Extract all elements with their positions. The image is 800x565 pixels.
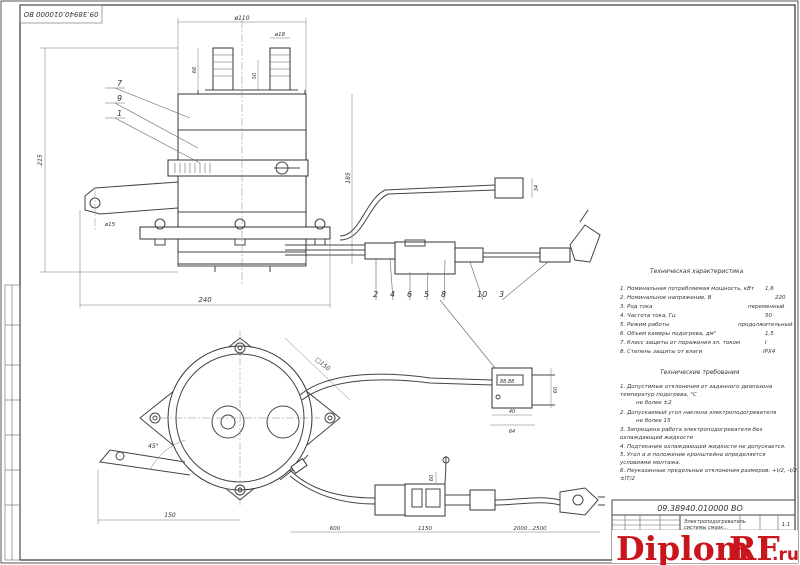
- svg-text:34: 34: [534, 185, 540, 191]
- connector-2: [454, 247, 484, 263]
- svg-text:150: 150: [164, 512, 176, 519]
- svg-text:7. Класс защиты от поражения э: 7. Класс защиты от поражения эл. током: [620, 340, 740, 346]
- thermostat-unit: [491, 367, 533, 409]
- pos-label-1: 1: [117, 109, 122, 118]
- svg-text:1150: 1150: [418, 526, 432, 532]
- svg-text:88.88: 88.88: [500, 379, 514, 385]
- svg-text:3. Запрещена работа электропод: 3. Запрещена работа электроподогревателя…: [620, 427, 762, 433]
- requirements-block: Технические требования 1. Допустимые отк…: [619, 369, 799, 482]
- base-plate: [139, 226, 331, 240]
- svg-text:8: 8: [441, 290, 446, 299]
- upper-plug: [569, 224, 601, 263]
- svg-text:условиями монтажа.: условиями монтажа.: [619, 460, 681, 466]
- svg-text:5: 5: [424, 290, 429, 299]
- svg-text:66: 66: [192, 67, 198, 73]
- svg-text:240: 240: [198, 296, 212, 304]
- svg-text:±IT/2: ±IT/2: [620, 476, 635, 482]
- svg-text:4. Частота тока, Гц: 4. Частота тока, Гц: [620, 313, 676, 319]
- svg-text:□150: □150: [314, 356, 332, 372]
- connector-1: [364, 242, 396, 260]
- svg-text:60: 60: [553, 387, 559, 393]
- svg-text:I: I: [765, 340, 767, 346]
- svg-text:2000...2500: 2000...2500: [513, 526, 547, 532]
- upper-view: ø110 ø18 66 50 215 185 ø15 240 34 7 9 1: [37, 15, 601, 369]
- titleblock-name-1: Электроподогреватель: [683, 519, 746, 525]
- svg-text:продолжительный: продолжительный: [738, 322, 793, 328]
- svg-text:не более ±2: не более ±2: [636, 400, 672, 406]
- pos-label-9: 9: [117, 94, 122, 103]
- titleblock-code: 09.38940.010000 ВО: [657, 504, 743, 513]
- svg-text:температур подогрева, °С: температур подогрева, °С: [620, 392, 697, 398]
- svg-text:6: 6: [407, 290, 412, 299]
- svg-text:3: 3: [499, 290, 504, 299]
- svg-text:переменный: переменный: [748, 304, 785, 310]
- svg-text:RF: RF: [729, 529, 780, 565]
- svg-text:600: 600: [330, 526, 341, 532]
- svg-text:2. Номинальное напряжение, В: 2. Номинальное напряжение, В: [620, 295, 712, 301]
- rotated-code-text: 09.38940.010000 ВО: [23, 10, 98, 18]
- svg-text:ø18: ø18: [274, 32, 286, 38]
- svg-text:6. Объем камеры подогрева, дм³: 6. Объем камеры подогрева, дм³: [620, 330, 717, 337]
- svg-text:220: 220: [775, 295, 786, 301]
- svg-text:1,5: 1,5: [765, 331, 774, 337]
- svg-text:4. Подтекание охлаждающей жидк: 4. Подтекание охлаждающей жидкости не до…: [620, 444, 786, 450]
- svg-text:215: 215: [37, 154, 44, 166]
- svg-text:64: 64: [509, 429, 515, 435]
- bracket-arm: [84, 181, 179, 215]
- svg-text:1. Номинальная потребляемая мо: 1. Номинальная потребляемая мощность, кВ…: [620, 286, 755, 292]
- svg-text:5. Режим работы: 5. Режим работы: [620, 322, 670, 328]
- titleblock-scale: 1:1: [782, 522, 791, 528]
- characteristics-heading: Техническая характеристика: [650, 268, 744, 275]
- watermark-logo: Diplom RF .ru: [612, 529, 799, 565]
- svg-text:50: 50: [765, 313, 772, 319]
- clamp-band: [167, 159, 309, 177]
- left-margin-strip: [4, 284, 21, 561]
- svg-text:45°: 45°: [148, 443, 159, 450]
- svg-text:2: 2: [373, 290, 378, 299]
- svg-text:185: 185: [345, 172, 352, 184]
- drawing-frame: [19, 4, 796, 561]
- characteristics-block: Техническая характеристика 1. Номинальна…: [620, 268, 793, 355]
- nozzle-top-right: [266, 405, 300, 439]
- control-unit-upper: [394, 241, 456, 275]
- svg-text:.ru: .ru: [772, 545, 799, 565]
- svg-text:3. Род тока: 3. Род тока: [620, 304, 653, 310]
- upper-small-box: [494, 177, 524, 199]
- lower-plug: [559, 487, 599, 516]
- rotated-code-box: 09.38940.010000 ВО: [19, 4, 103, 24]
- svg-text:5. Угол α и положение кронштей: 5. Угол α и положение кронштейна определ…: [620, 452, 766, 458]
- requirements-heading: Технические требования: [660, 369, 740, 376]
- switch-box-lower: [374, 484, 406, 516]
- position-labels-bottom: 2 4 6 5 8 10 3: [373, 257, 549, 301]
- svg-text:4: 4: [390, 290, 395, 299]
- svg-text:IPX4: IPX4: [763, 349, 776, 355]
- lower-view: 45° □150 150 88.88 60 40 64: [97, 330, 605, 533]
- svg-text:2. Допускаемый угол наклона эл: 2. Допускаемый угол наклона электроподог…: [620, 410, 777, 416]
- svg-text:1,6: 1,6: [765, 286, 774, 292]
- upper-cable: [339, 184, 496, 237]
- nozzle-top-left: [211, 405, 245, 439]
- svg-text:охлаждающей жидкости: охлаждающей жидкости: [620, 435, 693, 441]
- svg-text:6. Неуказанные предельные откл: 6. Неуказанные предельные отклонения раз…: [620, 468, 799, 474]
- svg-text:не более 15: не более 15: [636, 418, 671, 424]
- svg-text:ø15: ø15: [104, 222, 116, 228]
- svg-text:50: 50: [252, 73, 258, 79]
- titleblock-name-2: системы смазк...: [684, 525, 728, 531]
- svg-text:40: 40: [509, 409, 515, 415]
- svg-text:10: 10: [477, 290, 487, 299]
- svg-text:60: 60: [429, 475, 435, 481]
- pos-label-7: 7: [117, 79, 123, 88]
- svg-text:ø110: ø110: [233, 15, 249, 22]
- svg-text:8. Степень защиты от влаги: 8. Степень защиты от влаги: [620, 349, 703, 355]
- svg-text:Diplom: Diplom: [616, 529, 750, 565]
- svg-text:1. Допустимые отклонения от за: 1. Допустимые отклонения от заданного ди…: [620, 384, 773, 390]
